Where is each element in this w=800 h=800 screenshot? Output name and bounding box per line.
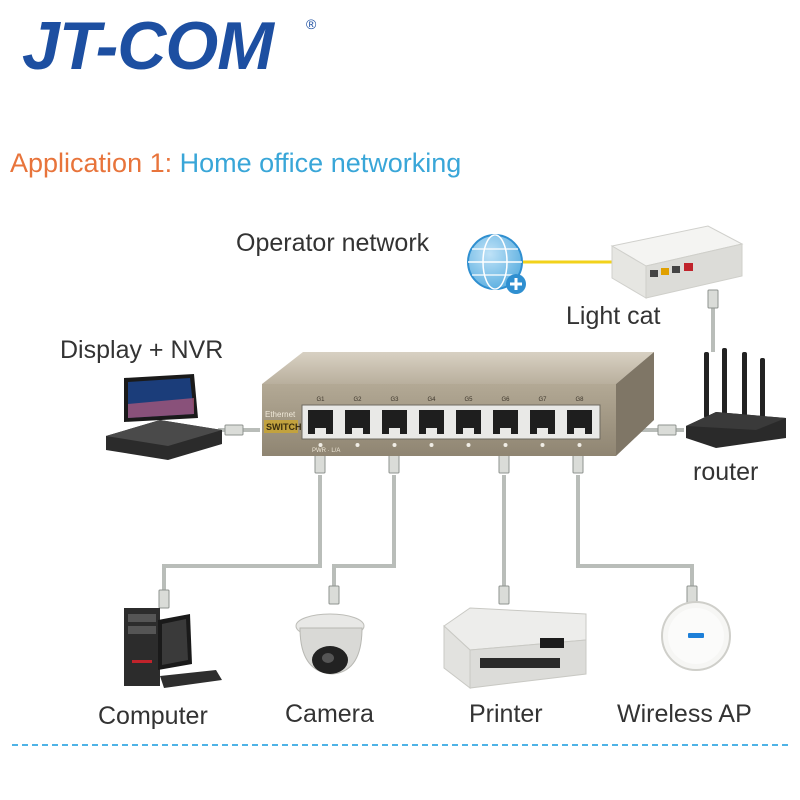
port-latch xyxy=(389,428,400,434)
port-led xyxy=(355,443,360,447)
rj45-connector-icon xyxy=(328,585,340,605)
rj45-connector-icon xyxy=(158,589,170,609)
globe-plus-icon xyxy=(467,234,526,294)
cable-camera xyxy=(332,475,396,598)
port-latch xyxy=(574,428,585,434)
label-router: router xyxy=(693,458,759,486)
rj45-connector-icon xyxy=(498,585,510,605)
cable-computer xyxy=(162,475,322,600)
port-label: G5 xyxy=(464,397,473,403)
rj45-connector-icon xyxy=(498,454,510,474)
onu-device-icon xyxy=(610,225,744,299)
rj45-connector-icon xyxy=(657,424,677,436)
ethernet-switch: Ethernet SWITCH PWR · L/A G1 G2 G3 G4 G5 G6 G7… xyxy=(262,352,654,456)
label-wireless-ap: Wireless AP xyxy=(617,700,752,728)
dome-camera-icon xyxy=(295,613,365,675)
port-label: G4 xyxy=(427,397,436,403)
rj45-connector-icon xyxy=(572,454,584,474)
dashed-divider xyxy=(12,744,788,746)
switch-ports: G1 G2 G3 G4 G5 G6 G7 G8 xyxy=(308,397,592,447)
port-led xyxy=(466,443,471,447)
rj45-connector-icon xyxy=(707,289,719,309)
cable-ap xyxy=(576,475,694,598)
port-latch xyxy=(315,428,326,434)
port-latch xyxy=(463,428,474,434)
port-led xyxy=(577,443,582,447)
title-text: Home office networking xyxy=(179,148,462,178)
wireless-ap-icon xyxy=(661,601,731,671)
label-operator-network: Operator network xyxy=(236,229,430,257)
rj45-connector-icon xyxy=(388,454,400,474)
port-led xyxy=(429,443,434,447)
port-label: G6 xyxy=(501,397,510,403)
port-led xyxy=(503,443,508,447)
port-latch xyxy=(500,428,511,434)
rj45-connector-icon xyxy=(224,424,244,436)
label-light-cat: Light cat xyxy=(566,302,661,330)
brand-logo: JT-COM xyxy=(22,8,274,84)
port-label: G7 xyxy=(538,397,547,403)
port-latch xyxy=(426,428,437,434)
port-label: G1 xyxy=(316,397,325,403)
nvr-monitor-icon xyxy=(106,374,222,460)
switch-top xyxy=(262,352,654,384)
label-printer: Printer xyxy=(469,700,543,728)
registered-mark: ® xyxy=(306,16,317,32)
label-display-nvr: Display + NVR xyxy=(60,336,224,364)
title-prefix: Application 1: xyxy=(10,148,173,178)
switch-side xyxy=(616,352,654,456)
port-latch xyxy=(352,428,363,434)
port-led xyxy=(392,443,397,447)
switch-label-badge xyxy=(264,420,298,433)
switch-label-switch: SWITCH xyxy=(266,422,302,432)
label-computer: Computer xyxy=(98,702,208,730)
port-label: G3 xyxy=(390,397,399,403)
port-label: G8 xyxy=(575,397,584,403)
printer-icon xyxy=(443,607,587,690)
switch-led-label: PWR · L/A xyxy=(312,448,340,454)
router-icon xyxy=(686,348,786,448)
computer-icon xyxy=(124,608,222,688)
port-led xyxy=(540,443,545,447)
port-latch xyxy=(537,428,548,434)
port-label: G2 xyxy=(353,397,362,403)
label-camera: Camera xyxy=(285,700,374,728)
port-led xyxy=(318,443,323,447)
switch-label-ethernet: Ethernet xyxy=(265,410,296,419)
rj45-connector-icon xyxy=(314,454,326,474)
application-title: Application 1: Home office networking xyxy=(10,148,461,179)
